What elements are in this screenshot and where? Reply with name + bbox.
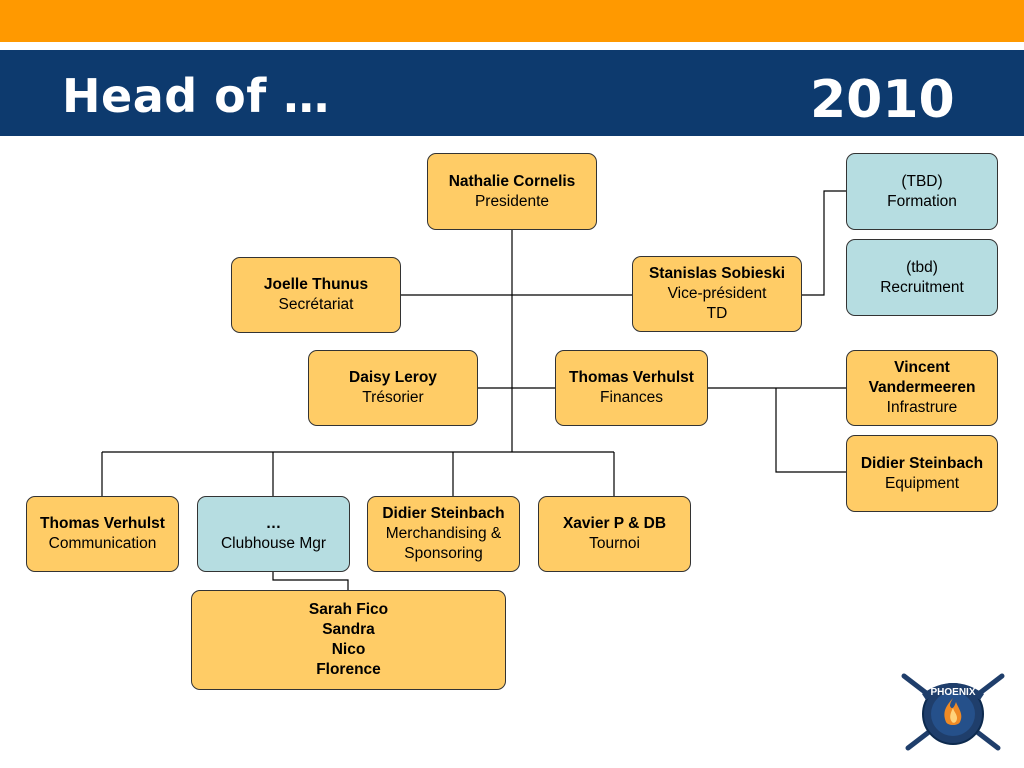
- node-name: Joelle Thunus: [263, 276, 369, 293]
- node-role: Trésorier: [362, 389, 424, 406]
- node-recruitment: (tbd) Recruitment: [846, 239, 998, 316]
- title-bar: [0, 50, 1024, 136]
- phoenix-logo-icon: PHOENIX: [901, 673, 1005, 751]
- node-role: Tournoi: [589, 535, 640, 552]
- page-title: Head of …: [62, 69, 330, 123]
- node-name: Nathalie Cornelis: [448, 172, 576, 190]
- node-role: Vice-président: [667, 285, 767, 302]
- node-president: Nathalie Cornelis Presidente: [427, 153, 597, 230]
- node-name: Didier Steinbach: [382, 505, 505, 522]
- node-role-secondary: TD: [706, 305, 728, 322]
- team-member: Florence: [316, 661, 381, 678]
- node-name: …: [265, 515, 282, 532]
- node-formation: (TBD) Formation: [846, 153, 998, 230]
- node-name: Xavier P & DB: [562, 515, 667, 532]
- node-name: Vincent Vandermeeren: [868, 359, 976, 396]
- node-merchandising: Didier Steinbach Merchandising & Sponsor…: [367, 496, 520, 572]
- node-role: Recruitment: [880, 278, 964, 296]
- node-name: Didier Steinbach: [860, 454, 984, 472]
- node-role: Finances: [600, 389, 663, 406]
- year-label: 2010: [810, 70, 955, 130]
- node-role: Equipment: [884, 474, 960, 492]
- node-equipment: Didier Steinbach Equipment: [846, 435, 998, 512]
- node-role: Infrastrure: [886, 399, 958, 416]
- top-accent-bar: [0, 0, 1024, 42]
- node-clubhouse-team: Sarah Fico Sandra Nico Florence: [191, 590, 506, 690]
- team-member: Sarah Fico: [308, 601, 389, 618]
- node-role: Merchandising &: [385, 525, 502, 542]
- node-communication: Thomas Verhulst Communication: [26, 496, 179, 572]
- node-name: (TBD): [901, 172, 943, 190]
- team-member: Nico: [331, 641, 366, 658]
- node-role: Secrétariat: [278, 296, 354, 313]
- node-infrastructure: Vincent Vandermeeren Infrastrure: [846, 350, 998, 426]
- node-name: Thomas Verhulst: [40, 515, 165, 532]
- node-role: Clubhouse Mgr: [220, 535, 327, 552]
- node-finances: Thomas Verhulst Finances: [555, 350, 708, 426]
- node-tournoi: Xavier P & DB Tournoi: [538, 496, 691, 572]
- team-member: Sandra: [322, 621, 375, 638]
- node-role: Presidente: [474, 192, 550, 210]
- node-clubhouse-manager: … Clubhouse Mgr: [197, 496, 350, 572]
- node-role-secondary: Sponsoring: [404, 545, 483, 562]
- node-name: Thomas Verhulst: [569, 369, 694, 386]
- node-tresorier: Daisy Leroy Trésorier: [308, 350, 478, 426]
- node-secretariat: Joelle Thunus Secrétariat: [231, 257, 401, 333]
- node-role: Formation: [887, 192, 957, 210]
- node-role: Communication: [48, 535, 157, 552]
- node-name: (tbd): [906, 258, 938, 276]
- node-vice-president: Stanislas Sobieski Vice-président TD: [632, 256, 802, 332]
- node-name: Daisy Leroy: [349, 369, 437, 386]
- logo-text: PHOENIX: [930, 687, 975, 698]
- node-name: Stanislas Sobieski: [648, 265, 786, 282]
